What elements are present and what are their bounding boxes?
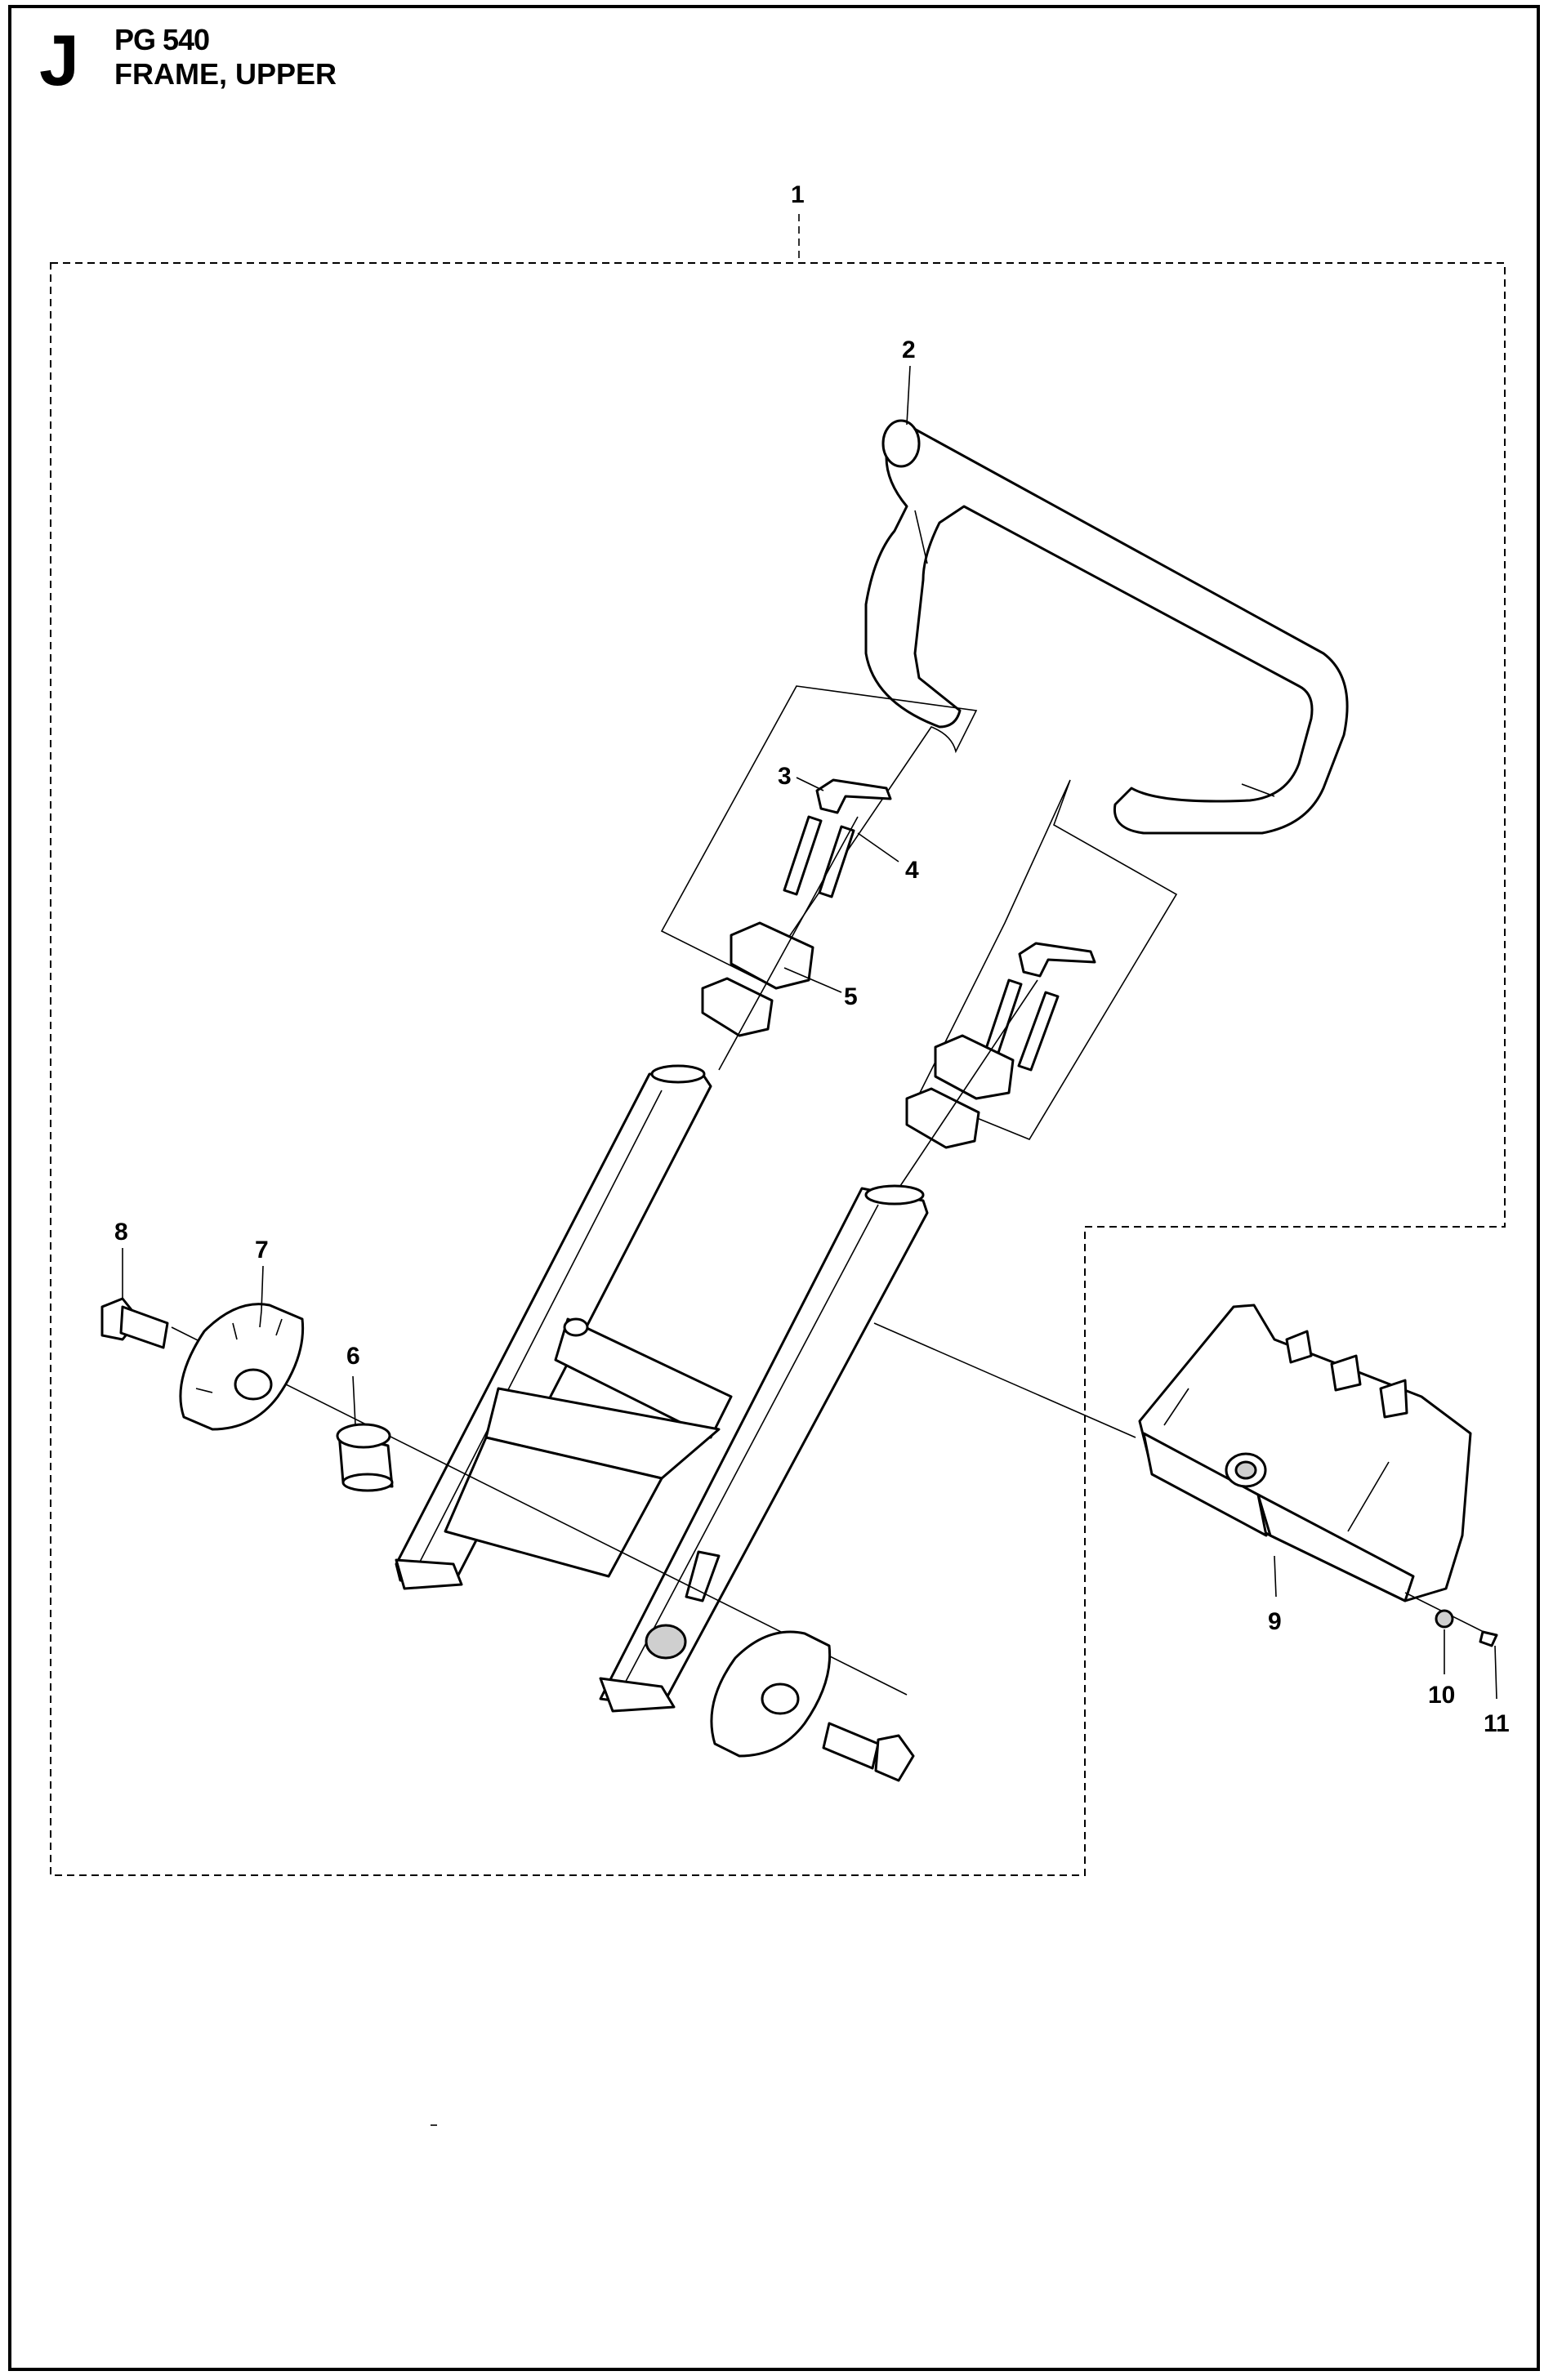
flange-disc-lower — [710, 1630, 832, 1758]
callout-8: 8 — [114, 1219, 128, 1246]
frame-cross-member — [444, 1317, 733, 1660]
clamp-lever-left — [815, 778, 892, 814]
clamp-box-right — [917, 779, 1178, 1140]
frame-tube-right — [599, 1184, 929, 1713]
callout-6: 6 — [346, 1343, 360, 1370]
cover-housing — [1138, 1304, 1472, 1602]
clamp-lever-right — [1018, 942, 1096, 978]
bolt-left — [100, 1297, 169, 1349]
axis-line-left — [718, 816, 859, 1071]
leader-11 — [1494, 1645, 1497, 1700]
callout-10: 10 — [1428, 1682, 1455, 1709]
callout-3: 3 — [778, 763, 792, 790]
leader-6 — [352, 1375, 356, 1426]
callout-2: 2 — [902, 336, 916, 363]
leader-3 — [796, 777, 824, 791]
bolt-lower — [822, 1722, 915, 1782]
callout-11: 11 — [1484, 1710, 1510, 1737]
page-title: FRAME, UPPER — [114, 57, 337, 91]
clamp-blocks-left — [701, 921, 814, 1037]
clamp-box-left — [660, 685, 978, 982]
callout-4: 4 — [905, 857, 919, 884]
assembly-boundary — [50, 262, 1506, 1876]
axis-line-right — [898, 979, 1038, 1189]
callout-7: 7 — [255, 1237, 269, 1264]
frame-tube-left — [395, 1064, 712, 1590]
section-letter: J — [39, 20, 79, 100]
bushing — [336, 1423, 394, 1492]
leader-7 — [261, 1265, 264, 1312]
flange-disc-upper — [179, 1303, 305, 1431]
callout-5: 5 — [844, 983, 858, 1010]
page-border — [8, 5, 1540, 2371]
handle-bar — [864, 419, 1349, 835]
leader-4 — [857, 832, 899, 862]
clamp-blocks-right — [905, 1034, 1015, 1149]
mount-line — [873, 1322, 1136, 1438]
leader-2 — [906, 365, 911, 426]
nut — [1435, 1609, 1454, 1629]
leader-9 — [1274, 1555, 1277, 1598]
clamp-bolts-left — [783, 815, 855, 898]
leader-5 — [783, 967, 842, 993]
model-name: PG 540 — [114, 23, 210, 56]
screw — [1479, 1630, 1498, 1647]
callout-9: 9 — [1268, 1608, 1282, 1635]
callout-1: 1 — [791, 181, 805, 208]
